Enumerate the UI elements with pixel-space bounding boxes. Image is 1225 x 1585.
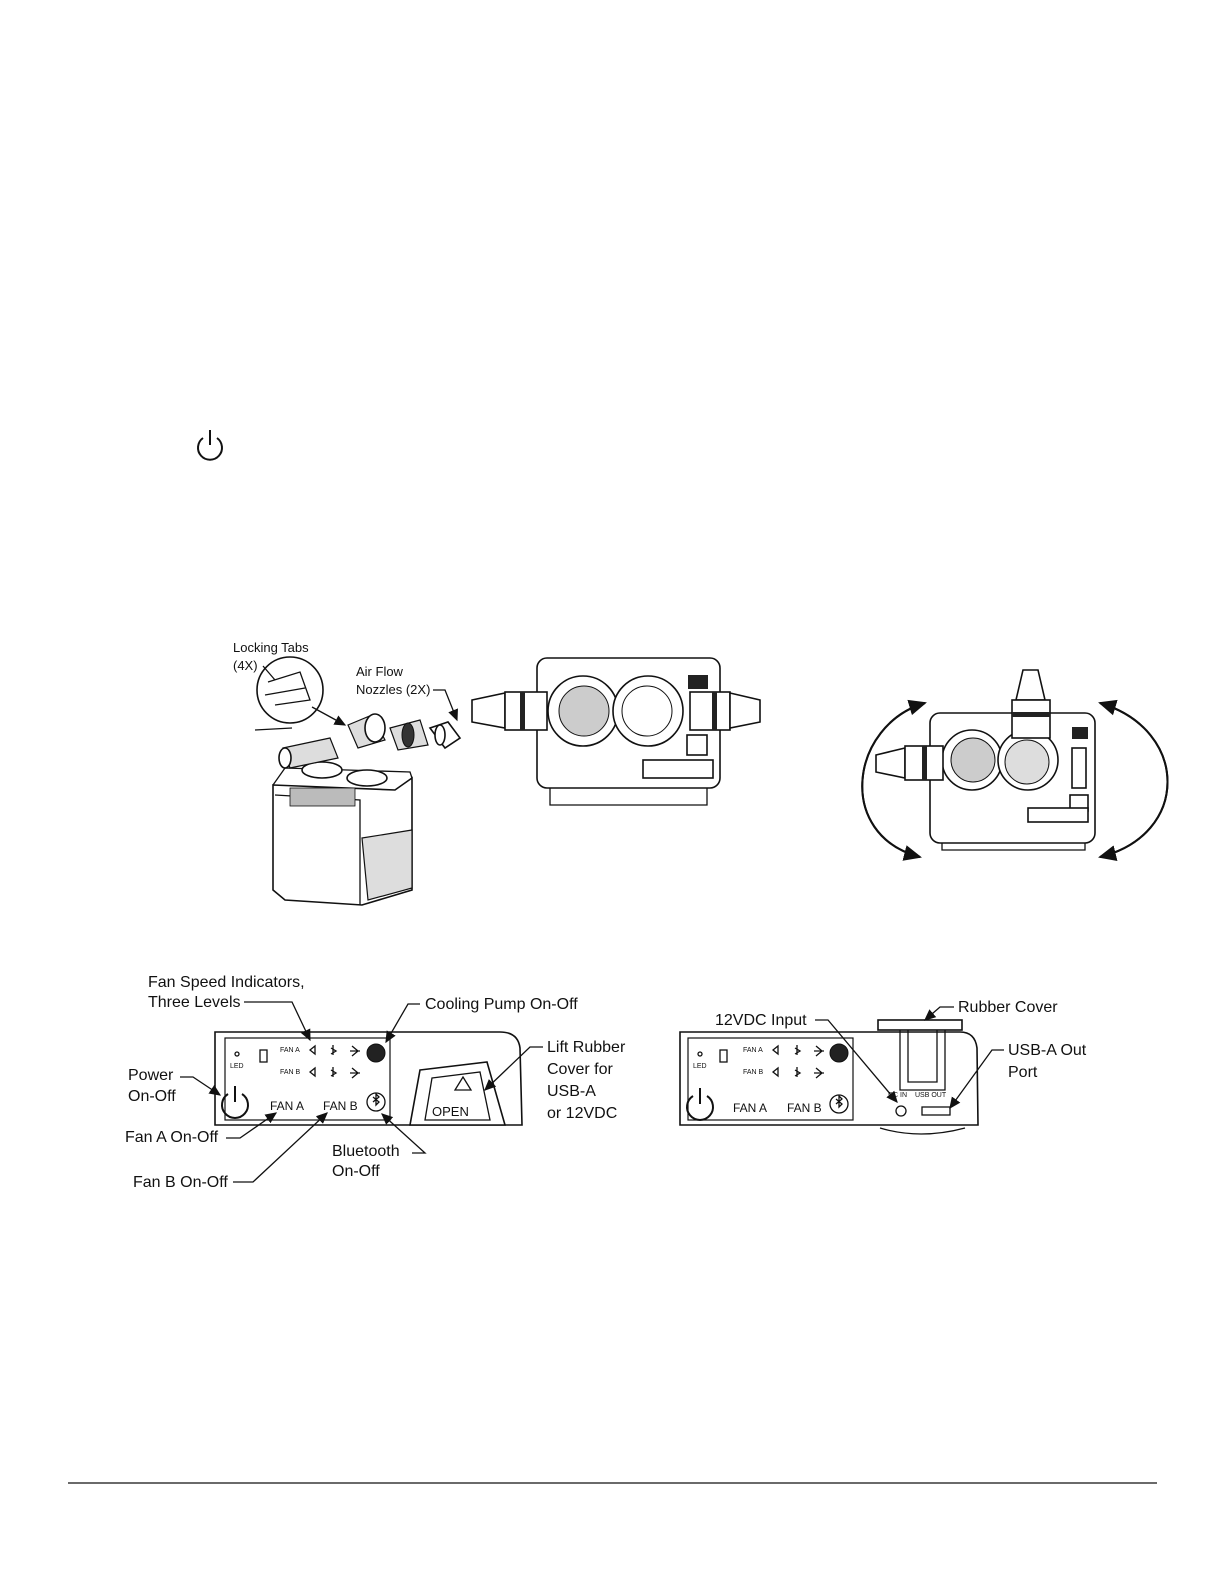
- locking-tabs-label: Locking Tabs: [233, 640, 309, 655]
- fan-a-onoff-label: Fan A On-Off: [125, 1129, 219, 1146]
- control-panel-right: [679, 1019, 979, 1135]
- led-label: LED: [230, 1063, 244, 1070]
- fan-speed-label: Fan Speed Indicators,: [148, 974, 305, 991]
- fan-b-button[interactable]: FAN B: [323, 1099, 358, 1113]
- fan-b-speed-label-right: FAN B: [743, 1069, 764, 1076]
- lift-cover-line2: Cover for: [547, 1061, 613, 1078]
- dc-input-port: [895, 1105, 907, 1117]
- power-label: Power: [128, 1067, 174, 1084]
- bluetooth-label: Bluetooth: [332, 1143, 400, 1160]
- led-label-right: LED: [693, 1063, 707, 1070]
- bluetooth-icon-right: [829, 1094, 849, 1114]
- lift-cover-line4: or 12VDC: [547, 1105, 617, 1122]
- locking-tabs-leader: [262, 665, 276, 681]
- power-sublabel: On-Off: [128, 1088, 176, 1105]
- fan-a-speed-label: FAN A: [280, 1047, 300, 1054]
- cooling-pump-icon: [366, 1043, 386, 1063]
- control-panel-left: [214, 1031, 523, 1126]
- nozzles-count: Nozzles (2X): [356, 682, 430, 697]
- fan-b-speed-label: FAN B: [280, 1069, 301, 1076]
- unit-exploded-view: [254, 656, 462, 906]
- unit-top-view: [471, 657, 761, 806]
- fan-speed-icons: [308, 1044, 360, 1079]
- fan-speed-sublabel: Three Levels: [148, 994, 241, 1011]
- fan-b-onoff-label: Fan B On-Off: [133, 1174, 228, 1191]
- bluetooth-icon: [366, 1092, 386, 1112]
- lift-cover-label: Lift Rubber: [547, 1039, 626, 1056]
- power-button-icon: [221, 1086, 249, 1119]
- power-button-icon-right: [686, 1088, 714, 1121]
- lift-cover-line3: USB-A: [547, 1083, 596, 1100]
- usb-out-label: USB OUT: [915, 1092, 947, 1099]
- bluetooth-sublabel: On-Off: [332, 1163, 380, 1180]
- nozzles-leader: [433, 689, 458, 722]
- dc-input-callout: 12VDC Input: [715, 1012, 807, 1029]
- usb-out-port: [921, 1106, 951, 1116]
- usb-out-callout-line2: Port: [1008, 1064, 1038, 1081]
- power-icon: [197, 430, 223, 461]
- cooling-pump-icon-right: [829, 1043, 849, 1063]
- rubber-cover-callout: Rubber Cover: [958, 999, 1058, 1016]
- fan-a-button[interactable]: FAN A: [270, 1099, 304, 1113]
- unit-rotated-view: [861, 669, 1169, 861]
- locking-tabs-count: (4X): [233, 658, 258, 673]
- fan-speed-icons-right: [771, 1044, 824, 1079]
- usb-out-callout: USB-A Out: [1008, 1042, 1087, 1059]
- open-cover-button[interactable]: OPEN: [432, 1104, 469, 1119]
- fan-a-button-right[interactable]: FAN A: [733, 1101, 767, 1115]
- fan-a-speed-label-right: FAN A: [743, 1047, 763, 1054]
- nozzles-label: Air Flow: [356, 664, 404, 679]
- cooling-pump-label: Cooling Pump On-Off: [425, 996, 578, 1013]
- fan-b-button-right[interactable]: FAN B: [787, 1101, 822, 1115]
